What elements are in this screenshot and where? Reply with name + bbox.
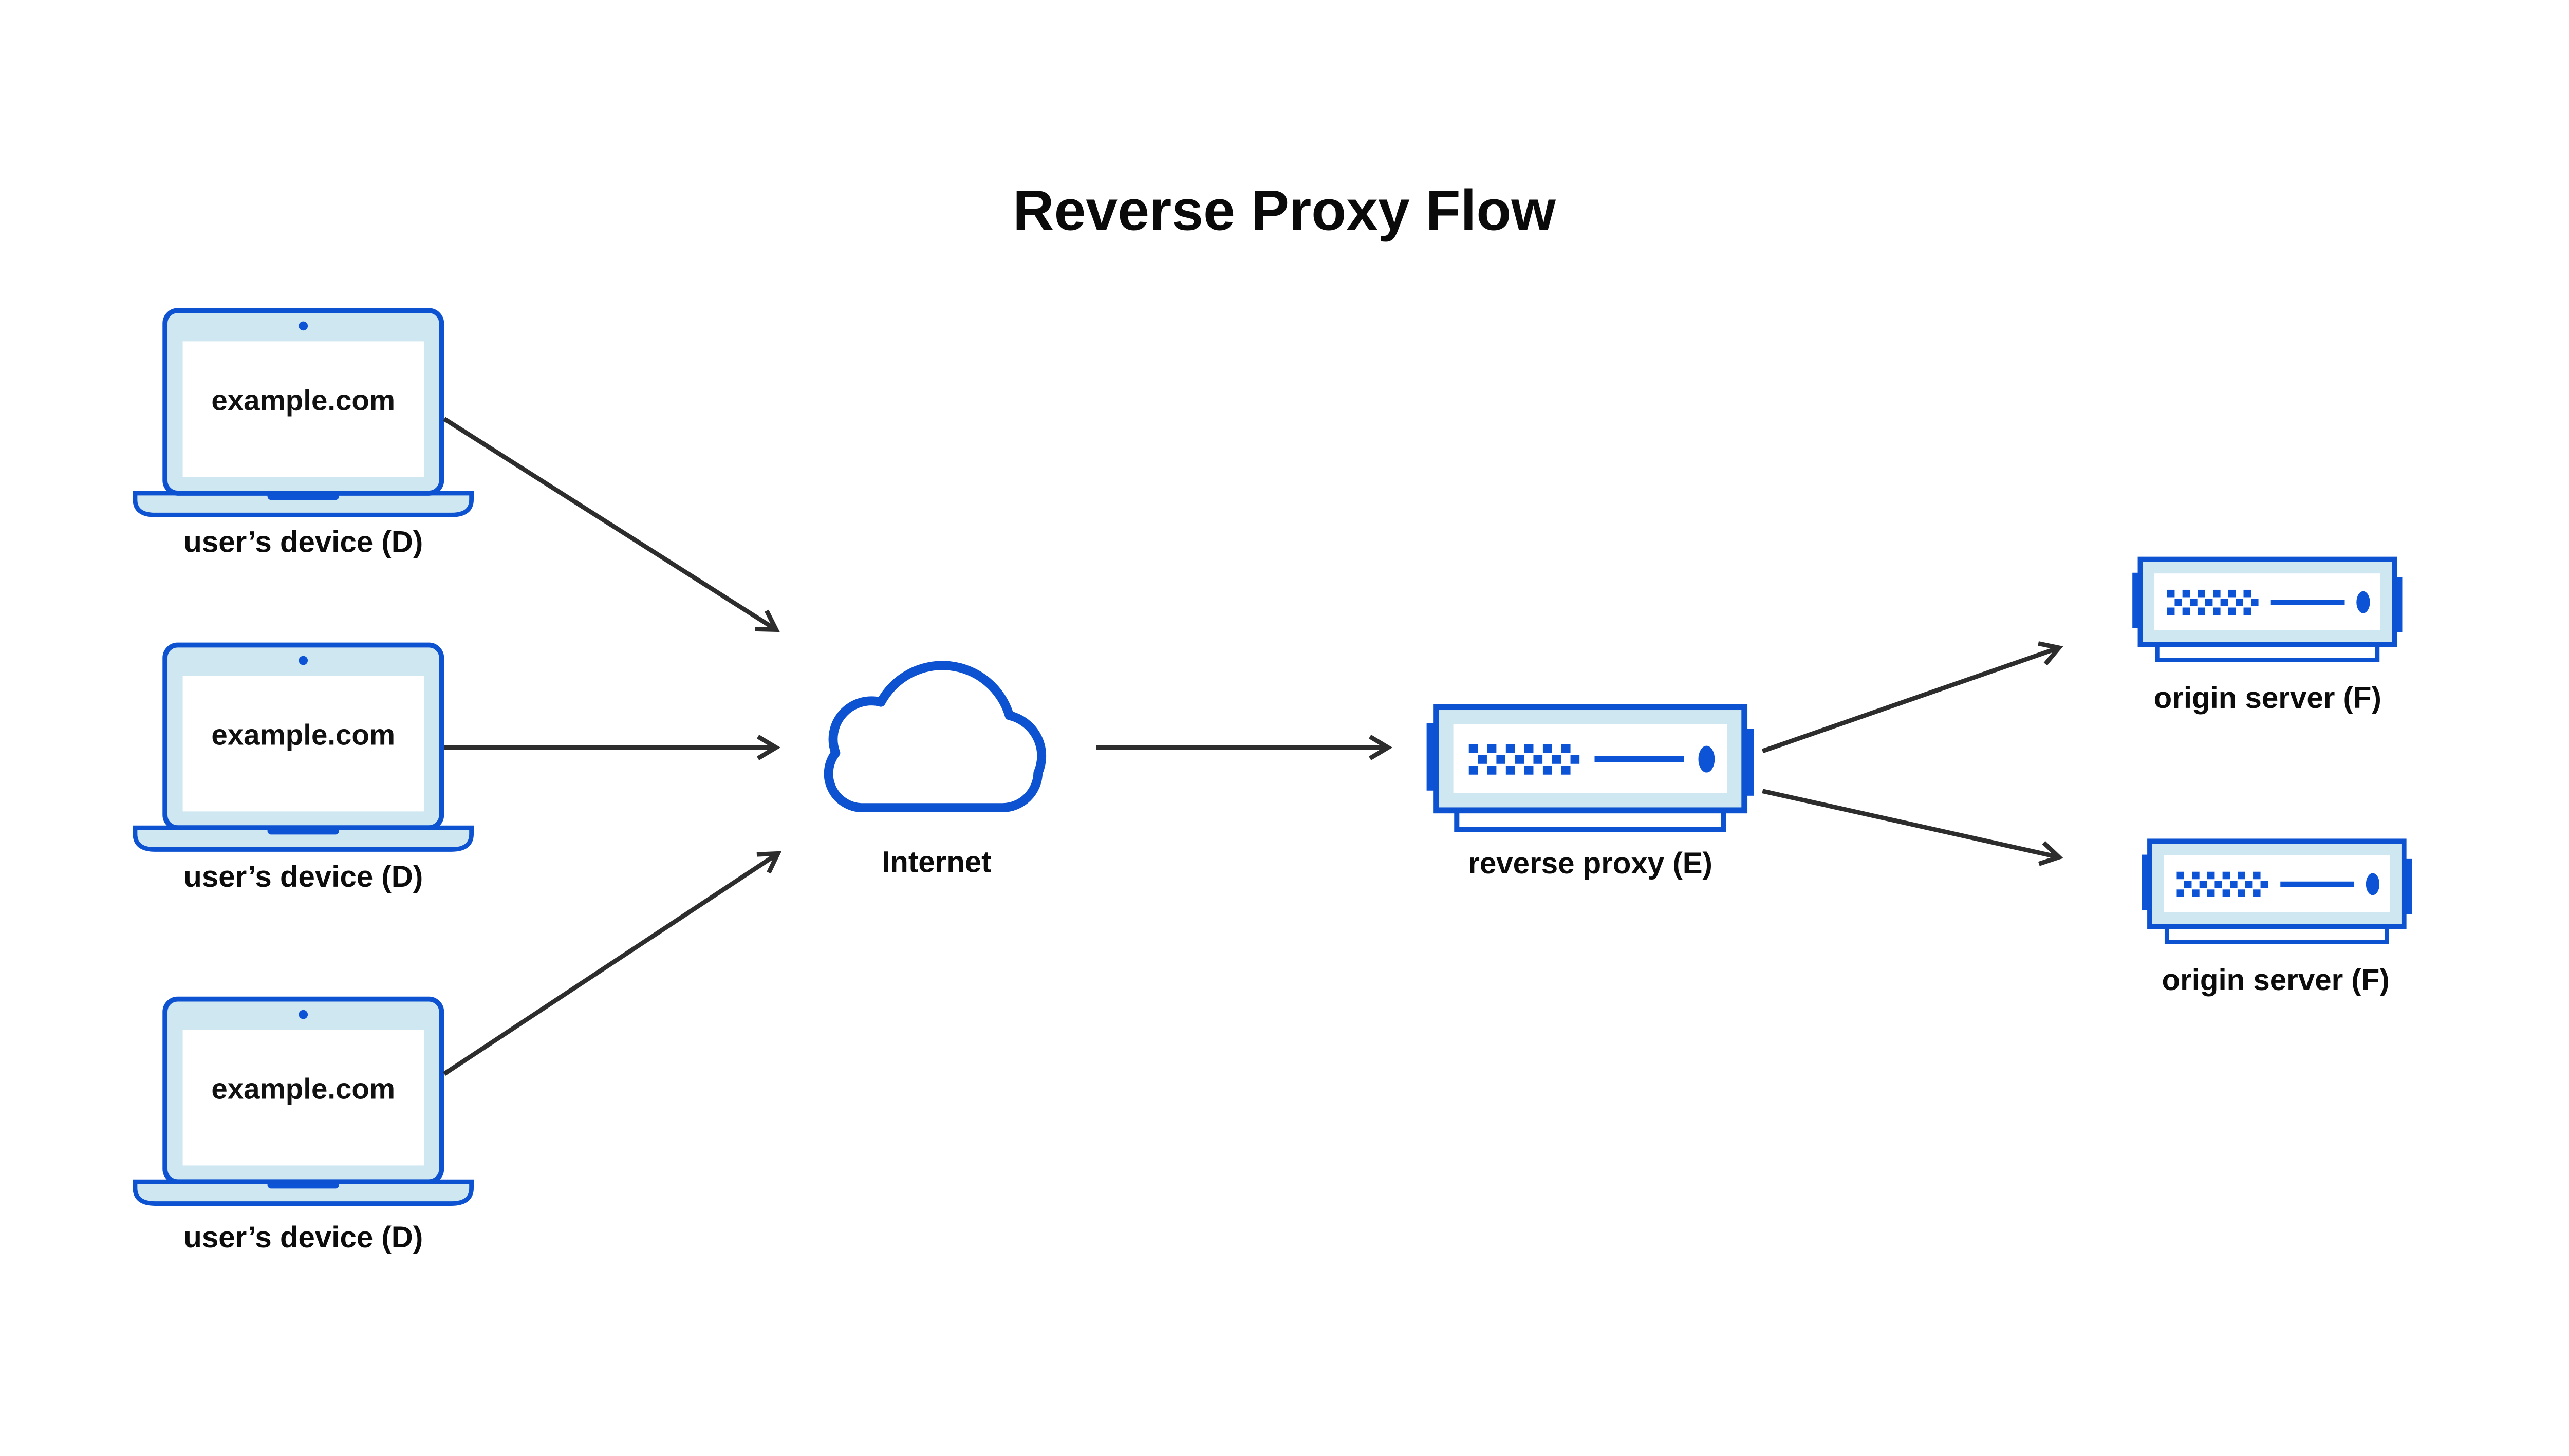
origin-server-icon-2: [2142, 841, 2412, 942]
user-device-label-3: user’s device (D): [183, 1221, 423, 1254]
user-device-label-2: user’s device (D): [183, 860, 423, 893]
user-device-label-1: user’s device (D): [183, 526, 423, 559]
origin-server-label-2: origin server (F): [2162, 963, 2390, 997]
arrow-proxy-to-origin2: [1762, 789, 2063, 866]
reverse-proxy-label: reverse proxy (E): [1468, 847, 1712, 880]
origin-server-label-1: origin server (F): [2154, 681, 2381, 715]
arrow-device1-to-internet: [443, 417, 780, 632]
arrow-device3-to-internet: [443, 851, 782, 1076]
device-screen-url-2: example.com: [211, 719, 395, 751]
internet-cloud-icon: [829, 665, 1042, 808]
reverse-proxy-server-icon: [1427, 707, 1754, 829]
device-screen-url-3: example.com: [211, 1073, 395, 1105]
device-screen-url-1: example.com: [211, 384, 395, 417]
internet-label: Internet: [882, 846, 992, 879]
arrow-proxy-to-origin1: [1761, 641, 2063, 754]
page-title: Reverse Proxy Flow: [1013, 178, 1556, 242]
origin-server-icon-1: [2132, 559, 2402, 660]
